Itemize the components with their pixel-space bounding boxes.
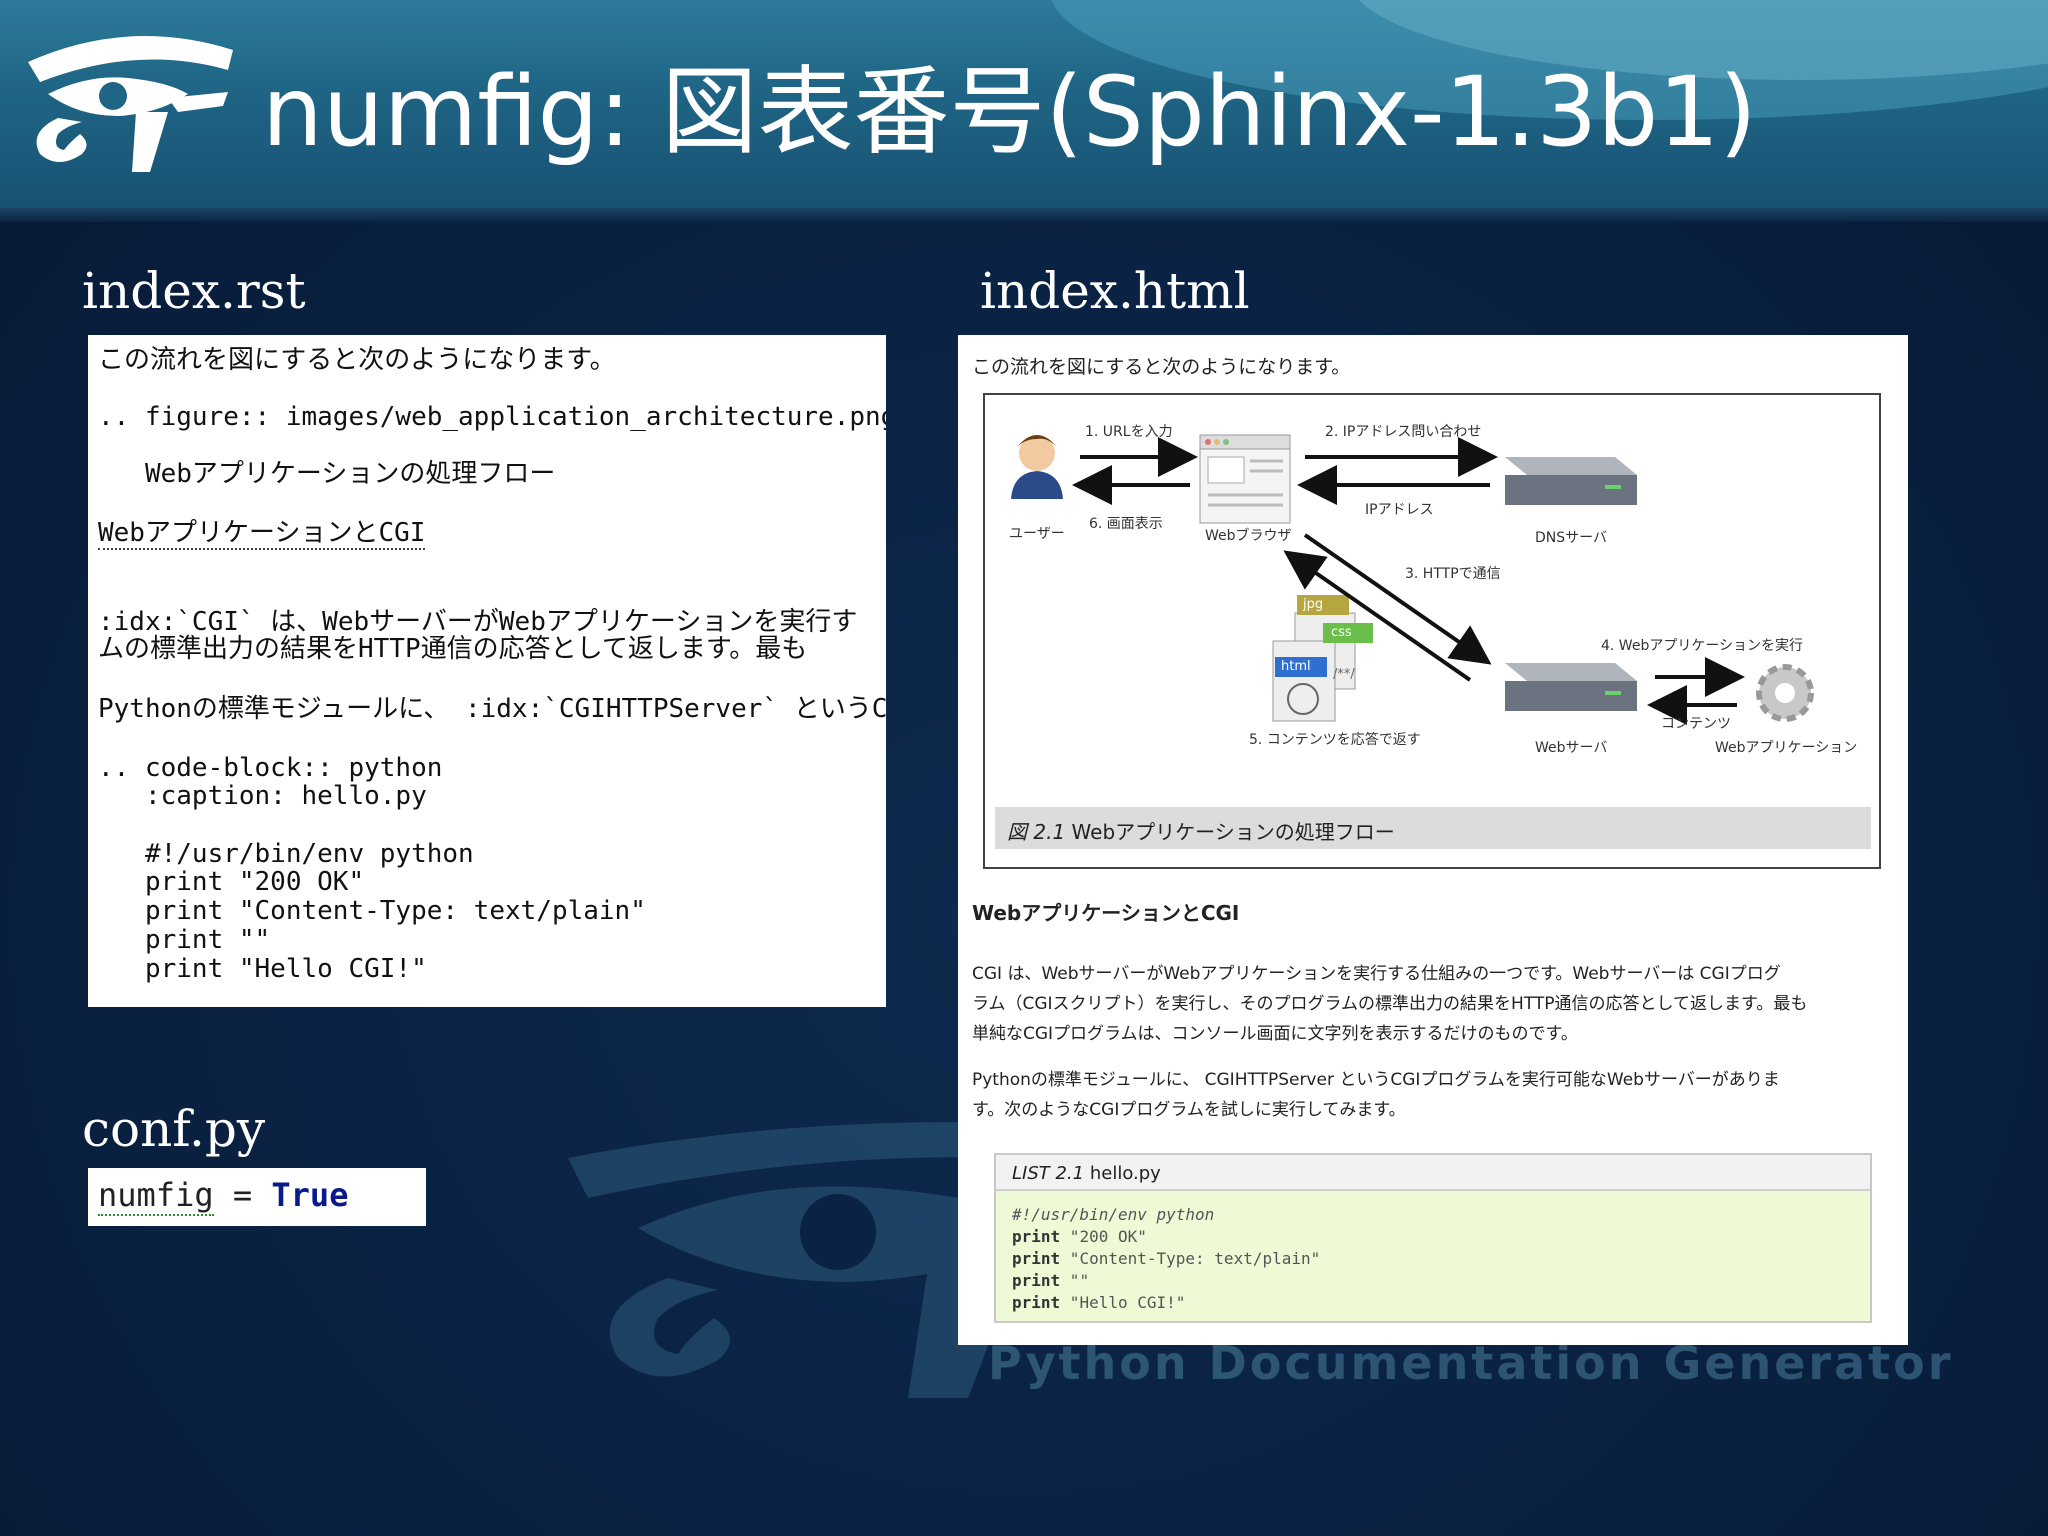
rst-line: この流れを図にすると次のようになります。 — [98, 345, 616, 375]
code-line: print "200 OK" — [1012, 1227, 1147, 1246]
section-heading: WebアプリケーションとCGI — [972, 901, 1240, 925]
diagram-browser-label: Webブラウザ — [1205, 528, 1292, 544]
watermark-text: Python Documentation Generator — [988, 1336, 1954, 1390]
paragraph-line: 単純なCGIプログラムは、コンソール画面に文字列を表示するだけのものです。 — [972, 1024, 1578, 1044]
rst-line: :caption: hello.py — [98, 781, 427, 811]
figure: 1. URLを入力 2. IPアドレス問い合わせ IPアドレス 6. 画面表示 … — [983, 393, 1881, 869]
user-icon — [1011, 435, 1063, 499]
conf-variable: numfig — [98, 1176, 214, 1216]
diagram-step1-label: 1. URLを入力 — [1085, 424, 1173, 440]
code-caption-number: LIST 2.1 — [1012, 1163, 1085, 1184]
diagram-file-html-label: html — [1281, 659, 1311, 674]
intro-text: この流れを図にすると次のようになります。 — [972, 356, 1351, 378]
conf-code-line: numfig = True — [98, 1176, 349, 1216]
gear-icon — [1756, 664, 1814, 722]
rst-label: index.rst — [82, 262, 306, 320]
diagram-webapp-label: Webアプリケーション — [1715, 740, 1858, 756]
server-icon — [1505, 663, 1637, 711]
browser-window-icon — [1199, 434, 1291, 524]
conf-label: conf.py — [82, 1100, 266, 1158]
conf-value: True — [271, 1176, 349, 1214]
diagram-step6-label: 6. 画面表示 — [1089, 516, 1163, 532]
diagram-step2-label: 2. IPアドレス問い合わせ — [1325, 424, 1482, 440]
rst-line: .. figure:: images/web_application_archi… — [98, 402, 886, 432]
code-caption: LIST 2.1 hello.py — [996, 1155, 1870, 1191]
slide-title: numfig: 図表番号(Sphinx-1.3b1) — [262, 56, 1757, 168]
diagram-step5-label: 5. コンテンツを応答で返す — [1249, 732, 1421, 748]
diagram-file-css-label: css — [1331, 625, 1352, 640]
diagram-step4-label: 4. Webアプリケーションを実行 — [1601, 638, 1804, 654]
code-block: LIST 2.1 hello.py #!/usr/bin/env python … — [994, 1153, 1872, 1323]
paragraph-line: CGI は、WebサーバーがWebアプリケーションを実行する仕組みの一つです。W… — [972, 964, 1781, 984]
diagram-webserver-label: Webサーバ — [1535, 740, 1608, 756]
html-output-panel: この流れを図にすると次のようになります。 — [958, 335, 1908, 1345]
figure-caption: 図 2.1 Webアプリケーションの処理フロー — [995, 807, 1871, 849]
rst-line: print "200 OK" — [98, 867, 365, 897]
conf-source-panel: numfig = True — [88, 1168, 426, 1226]
diagram-file-comment-label: /**/ — [1333, 667, 1355, 682]
rst-line: print "Hello CGI!" — [98, 954, 427, 984]
rst-line: print "" — [98, 925, 271, 955]
header-divider — [0, 208, 2048, 222]
paragraph-line: ラム（CGIスクリプト）を実行し、そのプログラムの標準出力の結果をHTTP通信の… — [972, 994, 1808, 1014]
rst-line: ムの標準出力の結果をHTTP通信の応答として返します。最も — [98, 634, 808, 664]
rst-line: Pythonの標準モジュールに、 :idx:`CGIHTTPServer` とい… — [98, 694, 886, 724]
rst-source-panel: この流れを図にすると次のようになります。 .. figure:: images/… — [88, 335, 886, 1007]
diagram-user-label: ユーザー — [1009, 526, 1065, 542]
diagram-contents-label: コンテンツ — [1661, 716, 1731, 732]
figure-caption-number: 図 2.1 — [1007, 820, 1066, 844]
rst-line: .. code-block:: python — [98, 753, 443, 783]
slide-header — [0, 0, 2048, 222]
code-caption-text: hello.py — [1089, 1163, 1161, 1184]
diagram-ip-label: IPアドレス — [1365, 502, 1434, 518]
rst-line: :idx:`CGI` は、WebサーバーがWebアプリケーションを実行す — [98, 607, 858, 637]
code-line: print "Content-Type: text/plain" — [1012, 1249, 1321, 1268]
server-icon — [1505, 457, 1637, 505]
diagram-step3-label: 3. HTTPで通信 — [1405, 566, 1501, 582]
paragraph-line: Pythonの標準モジュールに、 CGIHTTPServer というCGIプログ… — [972, 1070, 1780, 1090]
rst-line: #!/usr/bin/env python — [98, 839, 474, 869]
html-label: index.html — [980, 262, 1250, 320]
architecture-diagram — [1011, 434, 1814, 725]
figure-caption-text: Webアプリケーションの処理フロー — [1065, 820, 1395, 844]
arrow-icon — [1283, 550, 1472, 682]
conf-operator: = — [213, 1176, 272, 1214]
code-line: #!/usr/bin/env python — [1012, 1205, 1215, 1224]
rst-line: print "Content-Type: text/plain" — [98, 896, 646, 926]
code-line: print "Hello CGI!" — [1012, 1293, 1186, 1312]
eye-of-horus-logo-icon — [28, 36, 233, 172]
code-line: print "" — [1012, 1271, 1090, 1290]
diagram-file-jpg-label: jpg — [1303, 597, 1324, 612]
file-stack-icon — [1272, 595, 1373, 722]
paragraph-line: す。次のようなCGIプログラムを試しに実行してみます。 — [972, 1100, 1406, 1120]
arrow-icon — [1303, 533, 1492, 665]
diagram-dns-label: DNSサーバ — [1535, 530, 1607, 546]
rst-line: WebアプリケーションとCGI — [98, 518, 426, 550]
rst-line: Webアプリケーションの処理フロー — [98, 459, 556, 489]
